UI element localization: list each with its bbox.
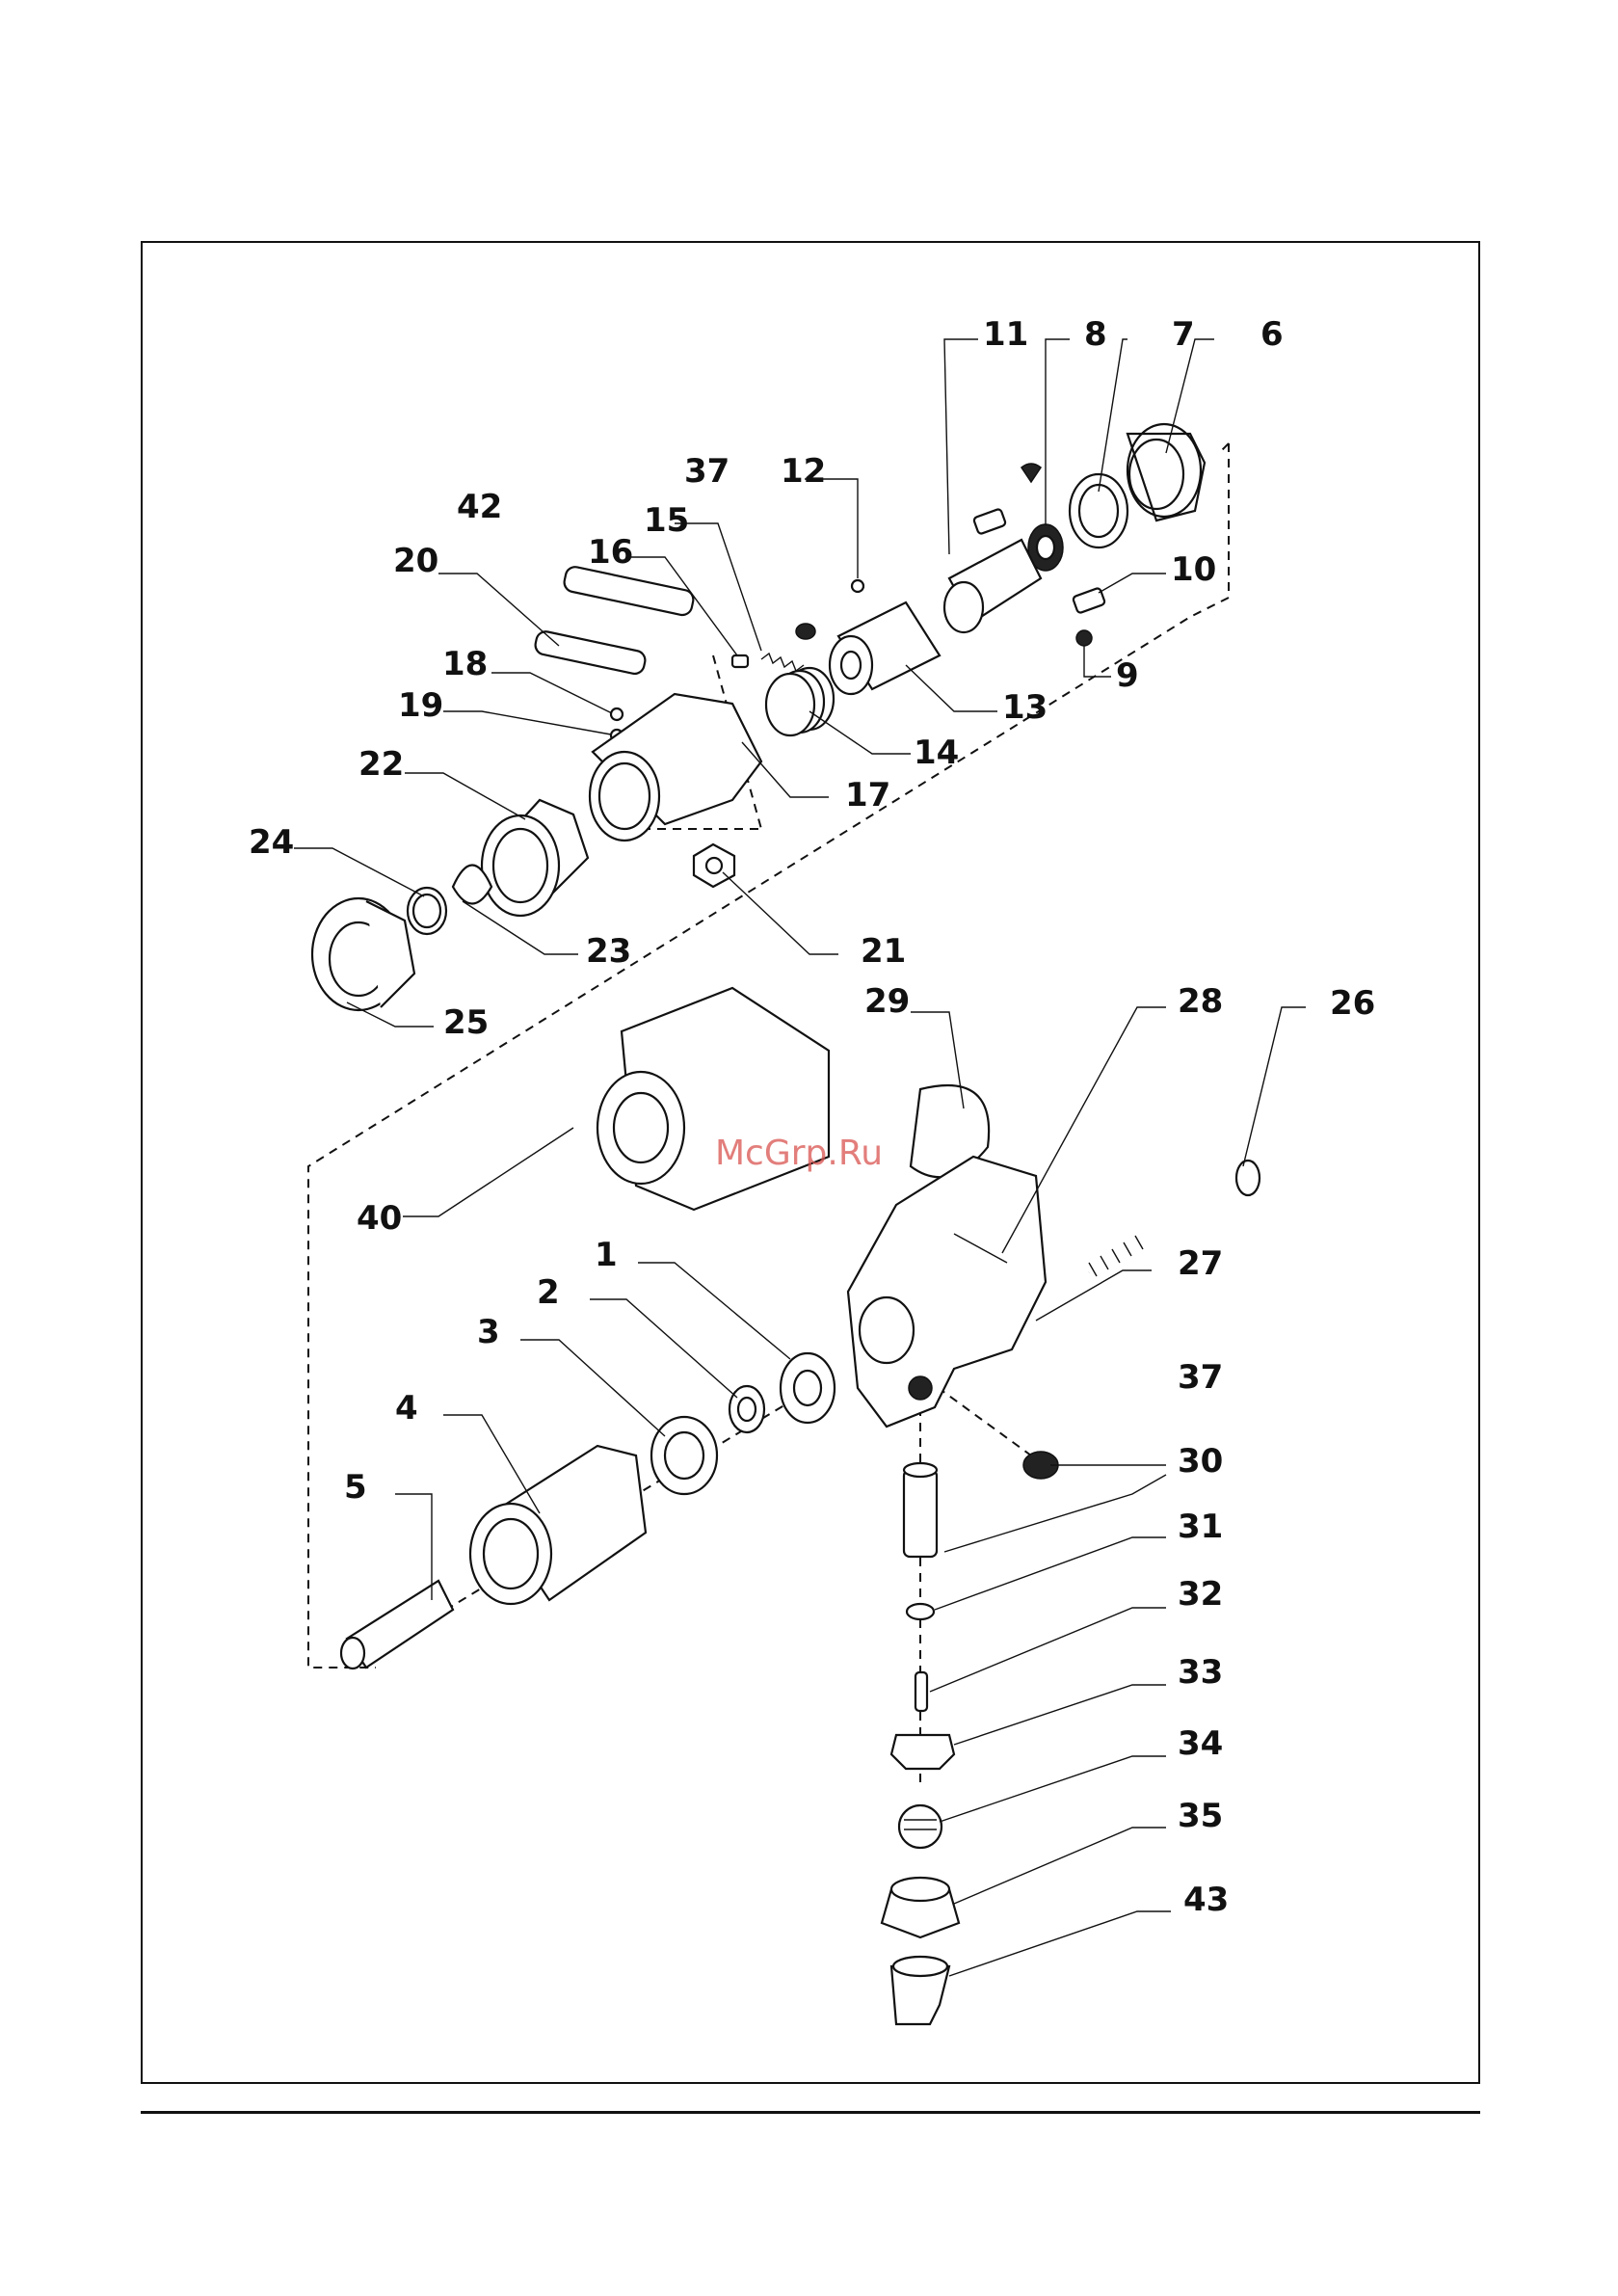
- callout-13: 13: [1002, 688, 1048, 727]
- part-33-valve: [891, 1735, 954, 1769]
- callout-37-upper: 37: [684, 452, 729, 491]
- callout-19: 19: [398, 686, 443, 725]
- part-16-pin: [732, 655, 748, 667]
- part-4-nose-housing: [470, 1446, 646, 1604]
- callout-24: 24: [249, 823, 294, 862]
- callout-7: 7: [1172, 315, 1195, 354]
- part-22-knurled-sleeve: [482, 800, 588, 916]
- part-31-o-ring: [907, 1604, 934, 1619]
- part-27-frame: [848, 1157, 1046, 1427]
- callout-31: 31: [1178, 1508, 1223, 1546]
- callout-3: 3: [477, 1313, 500, 1351]
- callout-25: 25: [443, 1003, 489, 1042]
- callout-30: 30: [1178, 1442, 1223, 1481]
- callout-34: 34: [1178, 1724, 1223, 1763]
- callout-18: 18: [442, 645, 488, 683]
- callout-11: 11: [983, 315, 1028, 354]
- callout-2: 2: [537, 1273, 560, 1312]
- part-25-nut: [312, 898, 414, 1010]
- callout-28: 28: [1178, 982, 1223, 1021]
- part-2-spacer: [729, 1386, 764, 1432]
- callout-5: 5: [344, 1468, 367, 1507]
- part-3-bushing: [651, 1417, 717, 1494]
- callout-23: 23: [586, 932, 631, 971]
- part-5-jaws: [341, 1581, 453, 1669]
- part-11-clutch: [944, 540, 1041, 632]
- part-34-spring: [899, 1805, 942, 1848]
- part-37-screw-upper: [796, 624, 815, 639]
- callout-15: 15: [644, 501, 689, 540]
- callout-1: 1: [595, 1236, 618, 1274]
- callout-21: 21: [861, 932, 906, 971]
- part-20-pin: [534, 629, 647, 675]
- callout-33: 33: [1178, 1653, 1223, 1692]
- callout-42: 42: [457, 488, 502, 526]
- callout-32: 32: [1178, 1575, 1223, 1614]
- callout-35: 35: [1178, 1797, 1223, 1835]
- callout-20: 20: [393, 542, 438, 580]
- watermark-text: McGrp.Ru: [715, 1134, 883, 1173]
- callout-37-lower: 37: [1178, 1358, 1223, 1397]
- part-7-ring: [1070, 474, 1127, 547]
- part-32-pin: [915, 1672, 927, 1711]
- part-21-nut: [694, 844, 734, 887]
- part-43-coupler: [891, 1957, 949, 2024]
- part-14-spring-ring: [766, 668, 834, 735]
- part-1-bearing: [781, 1353, 835, 1423]
- part-24-ring: [408, 888, 446, 934]
- part-18-ball: [611, 708, 623, 720]
- callout-22: 22: [358, 745, 404, 784]
- callout-12: 12: [781, 452, 826, 491]
- callout-43: 43: [1183, 1881, 1229, 1919]
- part-40-motor-housing: [597, 988, 829, 1210]
- part-35-fitting: [882, 1878, 959, 1937]
- callout-14: 14: [914, 734, 959, 772]
- part-30-tube: [904, 1463, 937, 1557]
- part-13-cylinder: [830, 602, 940, 694]
- part-12-ball: [852, 580, 863, 592]
- callout-17: 17: [845, 776, 890, 814]
- callout-8: 8: [1084, 315, 1107, 354]
- callout-16: 16: [588, 533, 633, 572]
- callout-40: 40: [357, 1199, 402, 1238]
- part-26-bolt: [1089, 1161, 1260, 1276]
- callout-9: 9: [1116, 656, 1139, 695]
- callout-26: 26: [1330, 984, 1375, 1023]
- callout-10: 10: [1171, 550, 1216, 589]
- callout-6: 6: [1260, 315, 1284, 354]
- part-6-nut: [1127, 424, 1205, 521]
- part-42-pin: [563, 565, 695, 616]
- callout-29: 29: [864, 982, 910, 1021]
- callout-27: 27: [1178, 1244, 1223, 1283]
- callout-4: 4: [395, 1389, 418, 1428]
- part-15-spring: [761, 654, 804, 671]
